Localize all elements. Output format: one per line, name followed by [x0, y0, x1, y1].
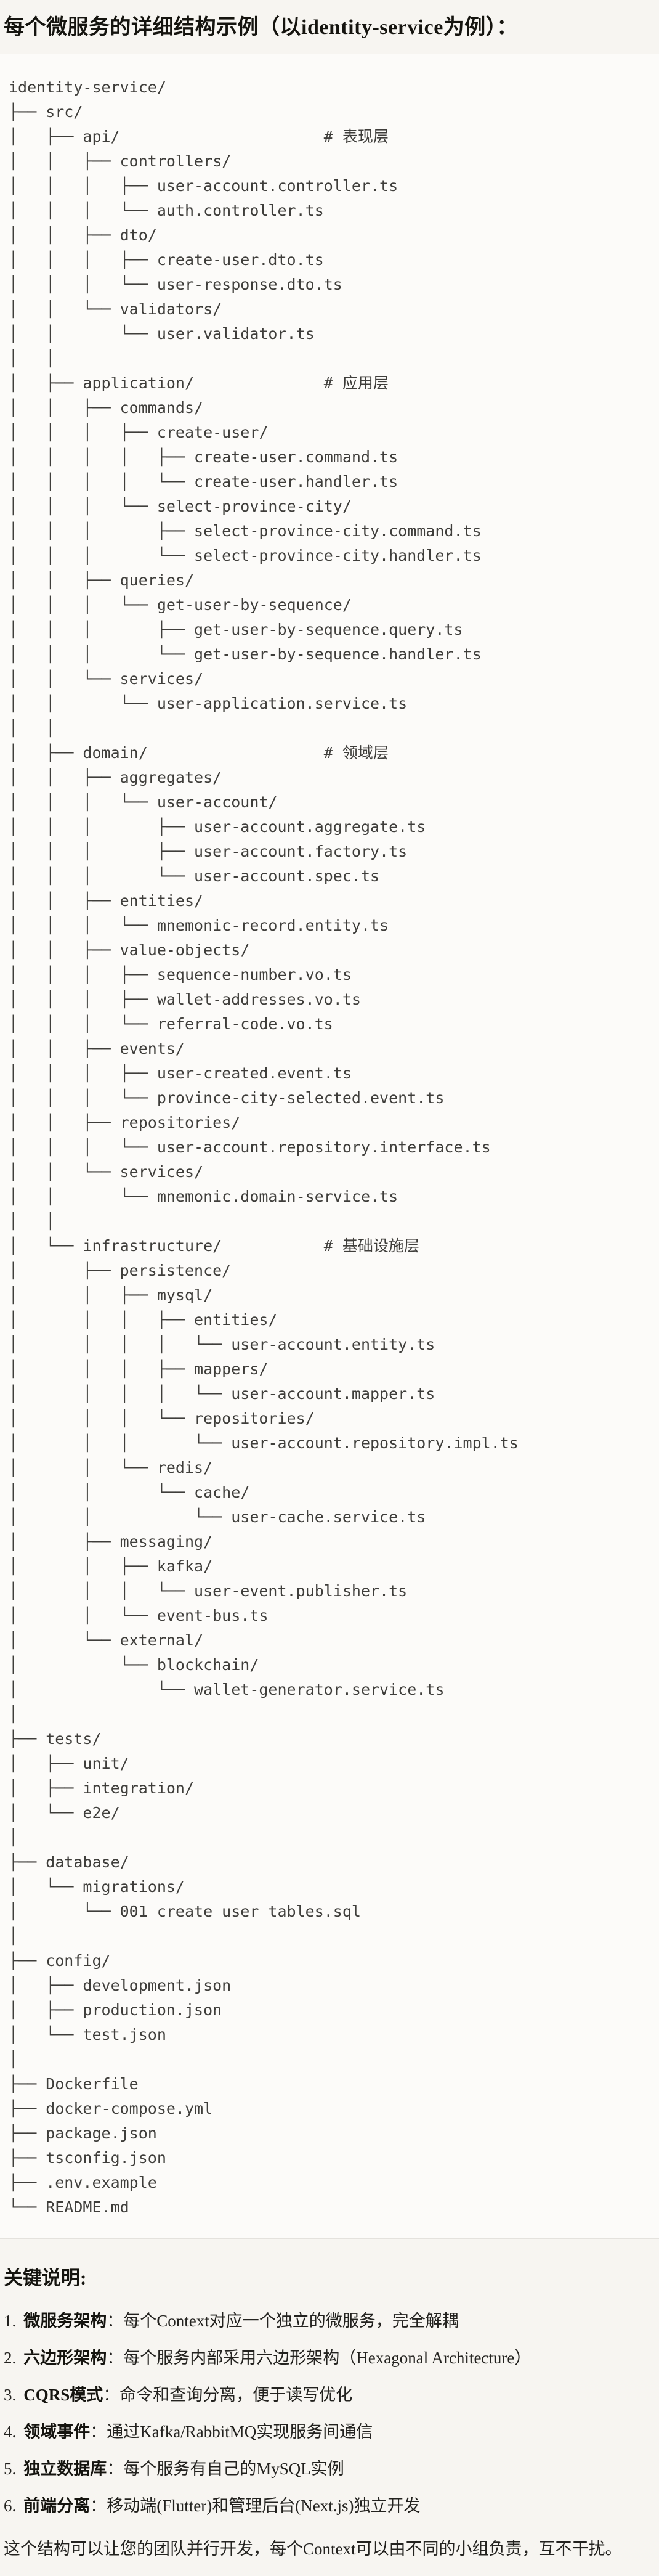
- note-label: 微服务架构: [23, 2312, 107, 2330]
- note-number: 5.: [4, 2460, 17, 2478]
- note-item: 3. CQRS模式：命令和查询分离，便于读写优化: [4, 2382, 654, 2407]
- note-colon: ：: [90, 2497, 107, 2515]
- note-item: 5. 独立数据库：每个服务有自己的MySQL实例: [4, 2456, 654, 2481]
- note-label: 领域事件: [23, 2423, 91, 2441]
- code-block: identity-service/ ├── src/ │ ├── api/ # …: [0, 54, 659, 2239]
- note-number: 2.: [4, 2349, 17, 2367]
- note-colon: ：: [90, 2423, 107, 2441]
- note-label: 前端分离: [23, 2497, 91, 2515]
- note-item: 4. 领域事件：通过Kafka/RabbitMQ实现服务间通信: [4, 2419, 654, 2444]
- note-item: 2. 六边形架构：每个服务内部采用六边形架构（Hexagonal Architec…: [4, 2346, 654, 2370]
- note-number: 1.: [4, 2312, 17, 2330]
- note-label: 独立数据库: [23, 2460, 107, 2478]
- note-number: 4.: [4, 2423, 17, 2441]
- note-text: 每个服务有自己的MySQL实例: [123, 2460, 344, 2478]
- note-colon: ：: [103, 2386, 120, 2404]
- note-colon: ：: [107, 2312, 124, 2330]
- closing-note: 这个结构可以让您的团队并行开发，每个Context可以由不同的小组负责，互不干扰…: [4, 2540, 622, 2558]
- file-tree: identity-service/ ├── src/ │ ├── api/ # …: [9, 78, 519, 2216]
- note-text: 每个服务内部采用六边形架构（Hexagonal Architecture）: [123, 2349, 532, 2367]
- note-label: CQRS模式: [23, 2386, 103, 2404]
- note-text: 每个Context对应一个独立的微服务，完全解耦: [123, 2312, 459, 2330]
- note-colon: ：: [107, 2349, 124, 2367]
- notes-heading: 关键说明:: [4, 2267, 87, 2289]
- note-item: 6. 前端分离：移动端(Flutter)和管理后台(Next.js)独立开发: [4, 2493, 654, 2518]
- note-number: 6.: [4, 2497, 17, 2515]
- page-title: 每个微服务的详细结构示例（以identity-service为例）：: [4, 16, 518, 39]
- document: 每个微服务的详细结构示例（以identity-service为例）： ident…: [0, 10, 659, 2561]
- note-item: 1. 微服务架构：每个Context对应一个独立的微服务，完全解耦: [4, 2309, 654, 2333]
- note-text: 移动端(Flutter)和管理后台(Next.js)独立开发: [107, 2497, 421, 2515]
- note-text: 命令和查询分离，便于读写优化: [119, 2386, 353, 2404]
- note-number: 3.: [4, 2386, 17, 2404]
- note-colon: ：: [107, 2460, 124, 2478]
- notes-section: 关键说明: 1.微服务架构：每个Context对应一个独立的微服务，完全解耦 2…: [0, 2262, 659, 2561]
- note-text: 通过Kafka/RabbitMQ实现服务间通信: [107, 2423, 373, 2441]
- note-label: 六边形架构: [23, 2349, 107, 2367]
